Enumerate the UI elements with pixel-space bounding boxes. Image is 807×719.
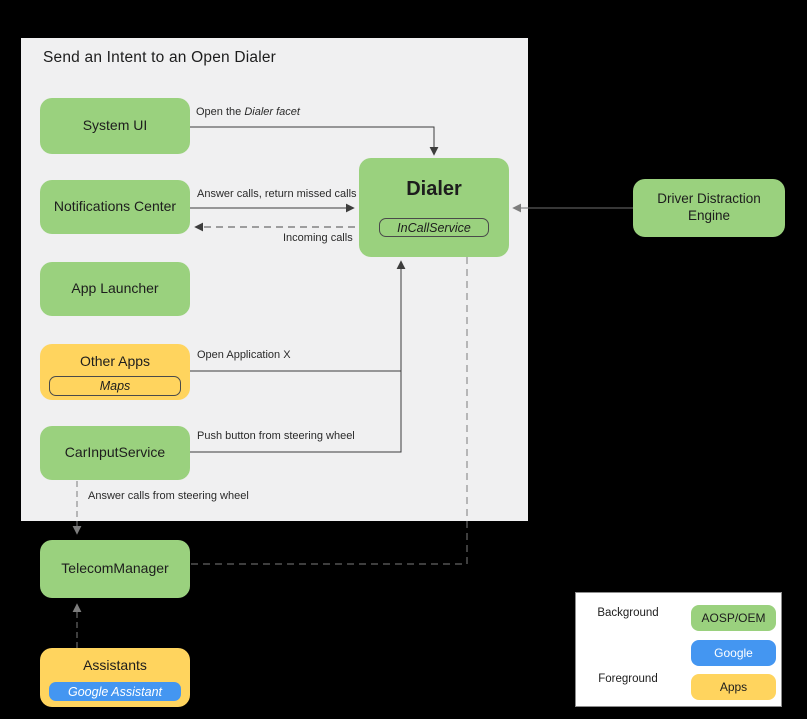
node-assistants: Assistants Google Assistant <box>40 648 190 707</box>
node-car-input-service: CarInputService <box>40 426 190 480</box>
node-system-ui: System UI <box>40 98 190 154</box>
label-open-dialer-facet-italic: Dialer facet <box>244 106 300 118</box>
legend-chip-apps: Apps <box>691 674 776 700</box>
label-incoming-calls: Incoming calls <box>283 232 353 244</box>
node-notifications-center-label: Notifications Center <box>53 198 177 215</box>
legend-background-label: Background <box>597 607 659 619</box>
subnode-incallservice-label: InCallService <box>397 220 471 235</box>
node-telecom-manager-label: TelecomManager <box>61 560 169 577</box>
subnode-google-assistant: Google Assistant <box>49 682 181 701</box>
node-assistants-label: Assistants <box>83 657 147 673</box>
label-answer-steering: Answer calls from steering wheel <box>88 490 249 502</box>
subnode-incallservice: InCallService <box>379 218 489 237</box>
node-driver-distraction-engine: Driver Distraction Engine <box>633 179 785 237</box>
subnode-maps-label: Maps <box>99 379 131 393</box>
node-other-apps: Other Apps Maps <box>40 344 190 400</box>
label-open-dialer-facet: Open the Dialer facet <box>196 106 300 118</box>
node-dialer-label: Dialer <box>406 178 462 200</box>
subnode-google-assistant-label: Google Assistant <box>67 684 163 699</box>
legend-chip-aosp-oem: AOSP/OEM <box>691 605 776 631</box>
page-title: Send an Intent to an Open Dialer <box>43 49 277 66</box>
label-open-application-x: Open Application X <box>197 349 291 361</box>
legend-chip-google: Google <box>691 640 776 666</box>
subnode-maps: Maps <box>49 376 181 396</box>
node-telecom-manager: TelecomManager <box>40 540 190 598</box>
node-notifications-center: Notifications Center <box>40 180 190 234</box>
label-push-button: Push button from steering wheel <box>197 430 355 442</box>
legend-foreground-label: Foreground <box>598 673 658 685</box>
node-app-launcher-label: App Launcher <box>71 280 159 297</box>
node-system-ui-label: System UI <box>82 117 148 134</box>
node-other-apps-label: Other Apps <box>79 353 151 369</box>
node-car-input-service-label: CarInputService <box>64 444 166 461</box>
label-answer-calls: Answer calls, return missed calls <box>197 188 357 200</box>
node-dialer: Dialer InCallService <box>359 158 509 257</box>
label-open-dialer-facet-prefix: Open the <box>196 106 245 118</box>
node-driver-distraction-engine-label: Driver Distraction Engine <box>657 191 761 223</box>
legend-panel: Background Foreground AOSP/OEM Google Ap… <box>575 592 782 707</box>
node-app-launcher: App Launcher <box>40 262 190 316</box>
